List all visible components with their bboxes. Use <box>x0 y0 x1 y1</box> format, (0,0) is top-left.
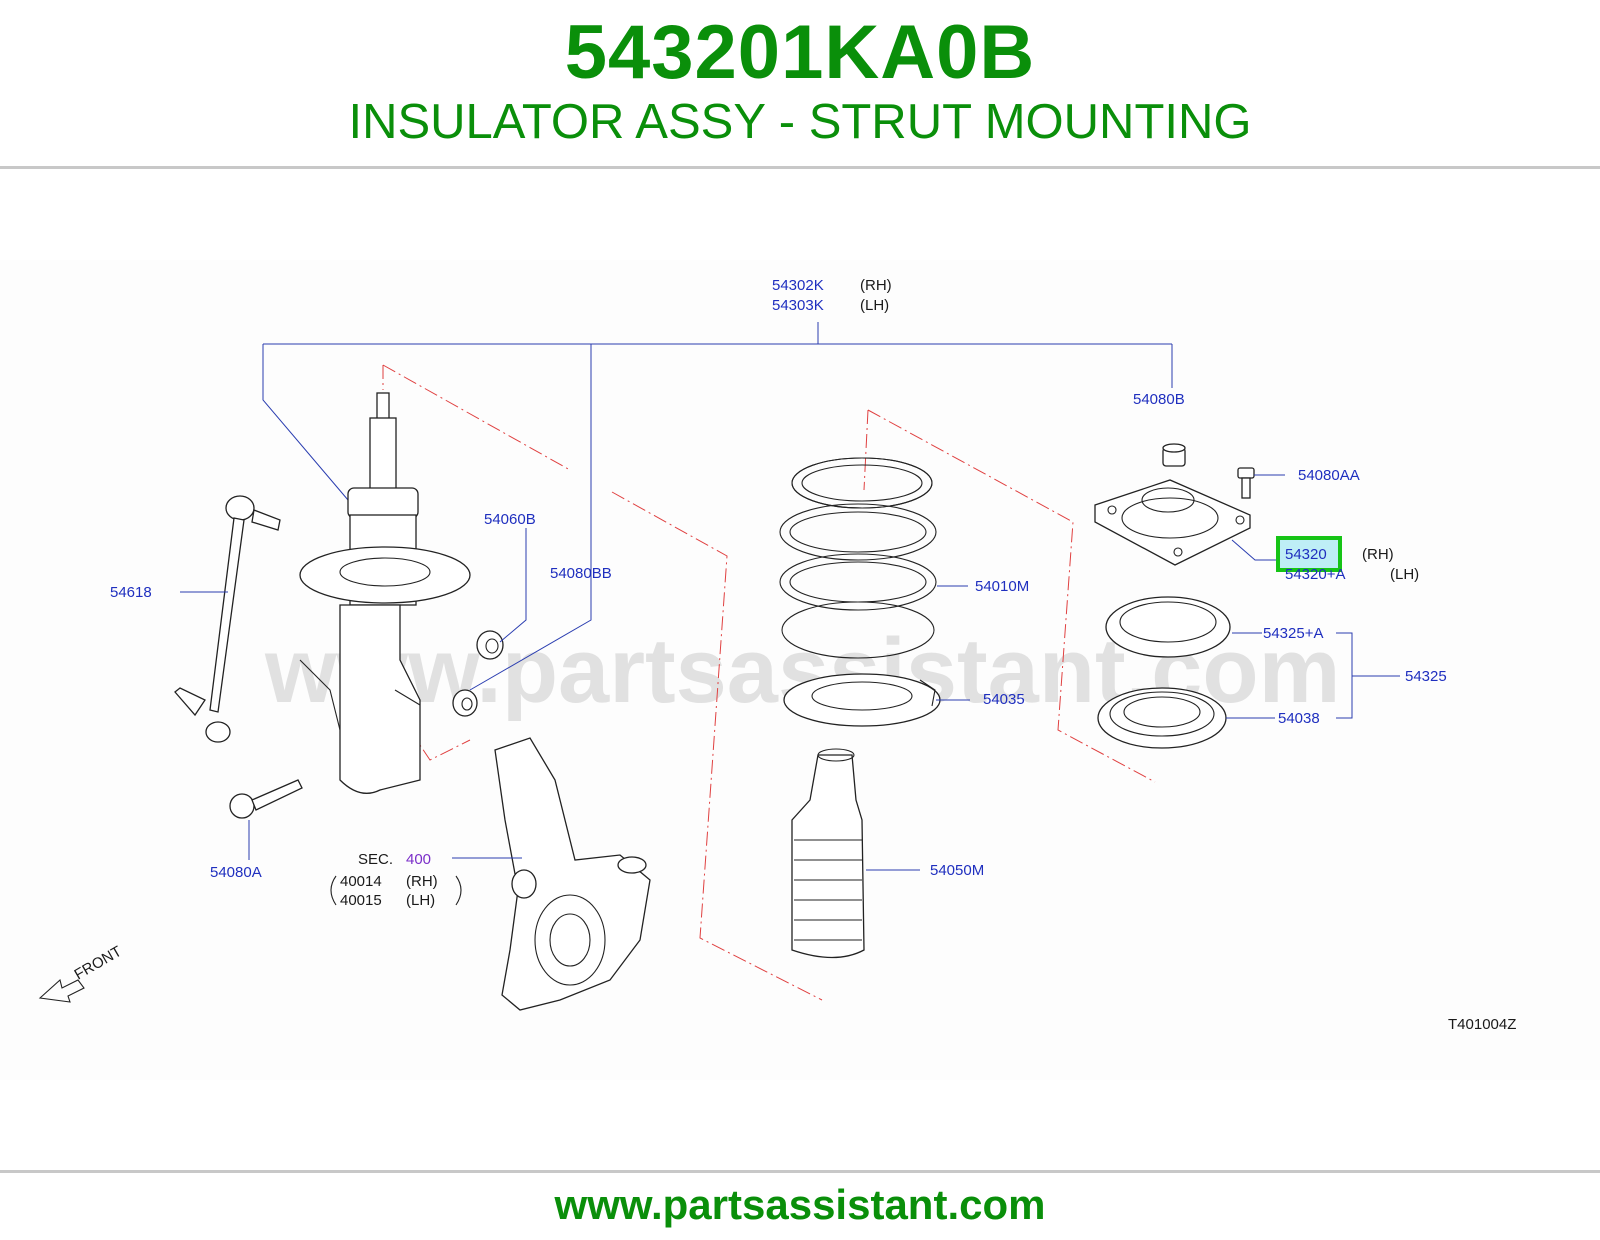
label-54038: 54038 <box>1278 710 1320 727</box>
front-arrow-icon <box>38 978 85 1003</box>
label-54325a: 54325+A <box>1263 625 1323 642</box>
part-name-subtitle: INSULATOR ASSY - STRUT MOUNTING <box>348 95 1252 149</box>
label-54302k: 54302K <box>772 277 824 294</box>
label-54010m: 54010M <box>975 578 1029 595</box>
nut-54060b-leader <box>499 528 527 643</box>
label-54320a: 54320+A <box>1285 566 1345 583</box>
label-sec: SEC. <box>358 851 393 868</box>
top-nut-54080b <box>1162 443 1186 467</box>
steering-knuckle <box>494 737 651 1011</box>
label-54320: 54320 <box>1285 546 1327 563</box>
strut-assembly-outline <box>382 364 823 1001</box>
part-number-title: 543201KA0B <box>564 10 1036 95</box>
label-54050m: 54050M <box>930 862 984 879</box>
knuckle-bracket-right <box>455 875 462 906</box>
bearing-54038 <box>1097 687 1227 749</box>
page-header: 543201KA0B INSULATOR ASSY - STRUT MOUNTI… <box>0 0 1600 168</box>
label-54060b: 54060B <box>484 511 536 528</box>
label-54035: 54035 <box>983 691 1025 708</box>
label-54080aa: 54080AA <box>1298 467 1360 484</box>
label-40015-side: (LH) <box>406 892 435 909</box>
label-40015: 40015 <box>340 892 382 909</box>
bearing-seat-54325a <box>1105 596 1231 658</box>
strut-insulator-54320 <box>1094 479 1251 566</box>
highlight-box-54320 <box>1276 536 1342 572</box>
label-54618: 54618 <box>110 584 152 601</box>
label-54080a: 54080A <box>210 864 262 881</box>
label-54080b: 54080B <box>1133 391 1185 408</box>
label-54325: 54325 <box>1405 668 1447 685</box>
label-40014-side: (RH) <box>406 873 438 890</box>
label-54302k-side: (RH) <box>860 277 892 294</box>
coil-spring-54010m <box>779 457 937 659</box>
front-label: FRONT <box>72 943 125 984</box>
parts-diagram: www.partsassistant.com <box>0 260 1600 1080</box>
diagram-svg: www.partsassistant.com <box>38 277 1516 1033</box>
spring-assembly-outline <box>863 409 1156 783</box>
footer-divider <box>0 1170 1600 1173</box>
label-40014: 40014 <box>340 873 382 890</box>
nut-54080bb <box>452 689 478 717</box>
strut-shock-absorber <box>299 392 471 794</box>
lower-bolt-54080a <box>229 779 303 819</box>
bearing-group-bracket <box>1336 632 1400 719</box>
bound-bumper-54050m <box>791 748 865 959</box>
strut-leader-tree <box>262 322 1173 691</box>
nut-54060b <box>476 630 504 660</box>
bolt-54080aa <box>1237 467 1255 499</box>
label-sec-400[interactable]: 400 <box>406 851 431 868</box>
label-54080bb: 54080BB <box>550 565 612 582</box>
knuckle-bracket-left <box>330 875 337 906</box>
insulator-leader <box>1231 539 1278 561</box>
footer-url[interactable]: www.partsassistant.com <box>554 1181 1046 1228</box>
label-54320a-side: (LH) <box>1390 566 1419 583</box>
label-54303k: 54303K <box>772 297 824 314</box>
label-54303k-side: (LH) <box>860 297 889 314</box>
drawing-code: T401004Z <box>1448 1016 1516 1033</box>
spring-seat-54035 <box>783 673 941 727</box>
label-54320-side: (RH) <box>1362 546 1394 563</box>
header-divider <box>0 166 1600 169</box>
stabilizer-link <box>174 495 281 743</box>
